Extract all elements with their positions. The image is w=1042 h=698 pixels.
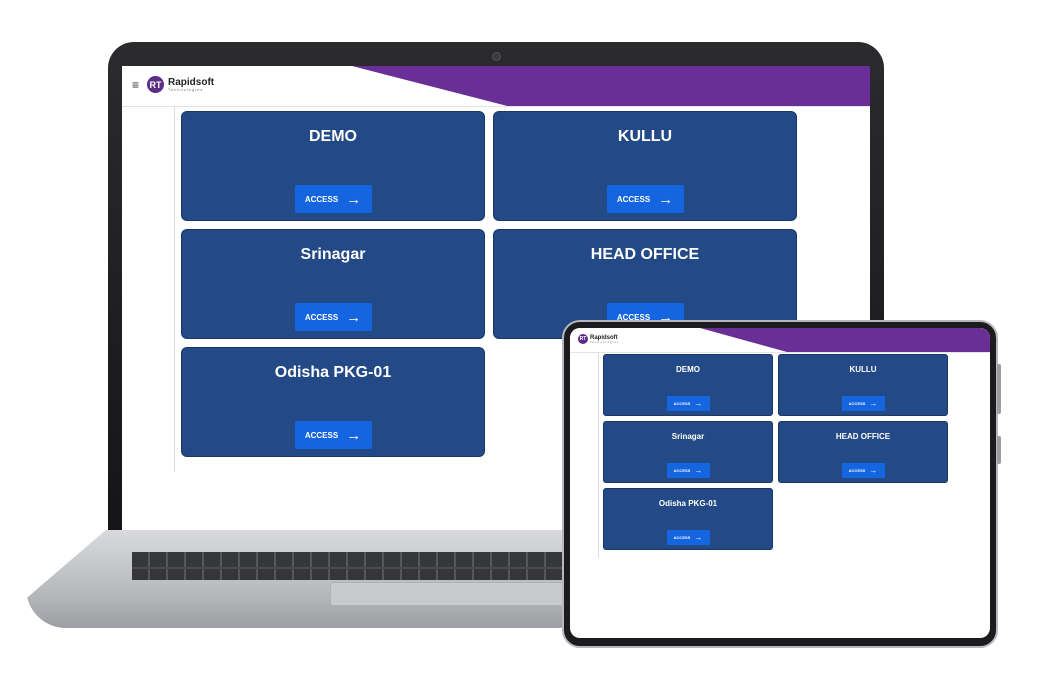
card-title: DEMO: [676, 365, 700, 374]
app-header: ≡ RT Rapidsoft Technologies: [570, 328, 990, 353]
arrow-right-icon: →: [346, 308, 362, 326]
access-label: ACCESS: [304, 430, 339, 440]
tablet-screen: ≡ RT Rapidsoft Technologies DEMO ACCESS→…: [570, 328, 990, 638]
brand-name: Rapidsoft: [590, 334, 618, 341]
access-label: ACCESS: [304, 194, 339, 204]
arrow-right-icon: →: [346, 190, 362, 208]
laptop-trackpad: [330, 582, 582, 606]
access-button[interactable]: ACCESS→: [666, 396, 710, 411]
access-button[interactable]: ACCESS →: [294, 303, 372, 331]
brand-tagline: Technologies: [168, 86, 204, 92]
brand-logo[interactable]: ≡ RT Rapidsoft Technologies: [132, 76, 214, 93]
camera-icon: [492, 52, 501, 61]
card-title: Odisha PKG-01: [274, 364, 392, 381]
card-title: KULLU: [617, 128, 673, 145]
card-title: Srinagar: [671, 432, 705, 441]
tablet-volume-button: [997, 364, 1001, 414]
arrow-right-icon: →: [694, 533, 703, 542]
card-title: HEAD OFFICE: [590, 246, 700, 263]
access-button[interactable]: ACCESS →: [606, 185, 684, 213]
project-card-odisha: Odisha PKG-01 ACCESS→: [603, 488, 773, 550]
access-label: ACCESS: [673, 401, 691, 406]
hamburger-menu-icon[interactable]: ≡: [132, 77, 140, 92]
brand-tagline: Technologies: [590, 339, 620, 344]
logo-badge-icon: RT: [147, 76, 165, 93]
content-divider: [174, 106, 175, 472]
app-header: ≡ RT Rapidsoft Technologies: [122, 66, 870, 107]
brand-logo[interactable]: ≡ RT Rapidsoft Technologies: [578, 334, 620, 344]
arrow-right-icon: →: [346, 426, 362, 444]
brand-name: Rapidsoft: [168, 76, 215, 88]
card-title: Odisha PKG-01: [658, 499, 718, 508]
logo-badge-icon: RT: [578, 334, 588, 344]
arrow-right-icon: →: [658, 190, 674, 208]
card-title: KULLU: [849, 365, 877, 374]
tablet-power-button: [997, 436, 1001, 464]
content-divider: [598, 352, 599, 558]
access-button[interactable]: ACCESS→: [841, 396, 885, 411]
access-button[interactable]: ACCESS→: [666, 463, 710, 478]
laptop-keyboard-row: [132, 567, 572, 569]
access-button[interactable]: ACCESS→: [841, 463, 885, 478]
card-title: DEMO: [309, 128, 357, 145]
arrow-right-icon: →: [694, 399, 703, 408]
access-label: ACCESS: [616, 194, 651, 204]
access-button[interactable]: ACCESS →: [294, 185, 372, 213]
access-label: ACCESS: [673, 468, 691, 473]
arrow-right-icon: →: [869, 399, 878, 408]
header-accent-band: [700, 328, 990, 352]
project-card-head-office: HEAD OFFICE ACCESS→: [778, 421, 948, 483]
project-card-demo: DEMO ACCESS→: [603, 354, 773, 416]
header-accent-band: [352, 66, 870, 106]
project-card-srinagar: Srinagar ACCESS →: [181, 229, 485, 339]
project-card-kullu: KULLU ACCESS →: [493, 111, 797, 221]
card-title: HEAD OFFICE: [835, 432, 891, 441]
access-label: ACCESS: [304, 312, 339, 322]
access-label: ACCESS: [616, 312, 651, 322]
access-label: ACCESS: [673, 535, 691, 540]
project-card-kullu: KULLU ACCESS→: [778, 354, 948, 416]
access-label: ACCESS: [848, 468, 866, 473]
card-title: Srinagar: [300, 246, 366, 263]
access-button[interactable]: ACCESS→: [666, 530, 710, 545]
arrow-right-icon: →: [869, 466, 878, 475]
arrow-right-icon: →: [694, 466, 703, 475]
project-card-srinagar: Srinagar ACCESS→: [603, 421, 773, 483]
access-button[interactable]: ACCESS →: [294, 421, 372, 449]
project-card-demo: DEMO ACCESS →: [181, 111, 485, 221]
access-label: ACCESS: [848, 401, 866, 406]
project-card-odisha: Odisha PKG-01 ACCESS →: [181, 347, 485, 457]
laptop-keyboard: [132, 552, 572, 580]
